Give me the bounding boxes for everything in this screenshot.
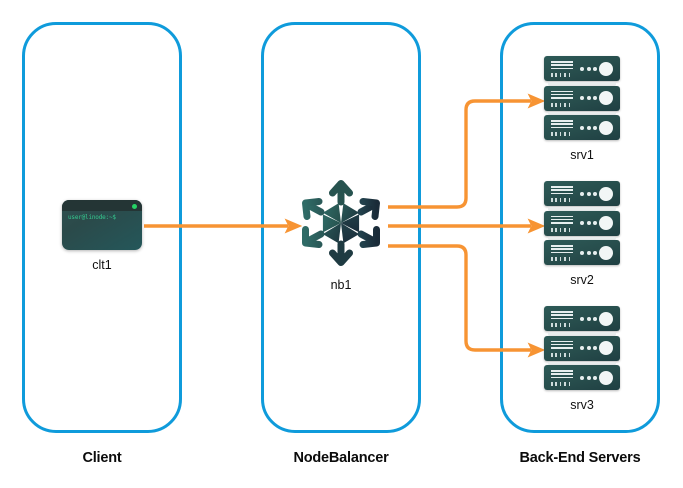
rack-vent-lines-icon	[551, 215, 573, 227]
rack-power-knob-icon	[599, 245, 613, 260]
rack-indicator-dots-icon	[580, 221, 597, 225]
rack-unit	[544, 365, 620, 390]
zone-caption-balancer: NodeBalancer	[293, 450, 389, 466]
rack-led-ticks-icon	[551, 382, 573, 386]
nodebalancer-arrows	[302, 180, 380, 266]
rack-led-ticks-icon	[551, 102, 573, 107]
rack-divider	[548, 332, 616, 336]
rack-divider	[548, 236, 616, 240]
rack-vent-lines-icon	[551, 311, 573, 322]
node-label-nb1: nb1	[330, 278, 352, 292]
rack-unit	[544, 210, 620, 236]
zone-caption-servers: Back-End Servers	[519, 450, 641, 466]
nodebalancer-hexagon	[322, 203, 360, 244]
terminal-prompt-text: user@linode:~$	[68, 214, 116, 221]
rack-unit	[544, 306, 620, 331]
rack-unit	[544, 85, 620, 111]
rack-vent-lines-icon	[551, 186, 573, 197]
rack-power-knob-icon	[599, 120, 613, 135]
rack-indicator-dots-icon	[580, 375, 597, 380]
rack-indicator-dots-icon	[580, 346, 597, 350]
rack-led-ticks-icon	[551, 227, 573, 232]
rack-indicator-dots-icon	[580, 66, 597, 71]
rack-unit	[544, 56, 620, 81]
server-rack-icon[interactable]	[544, 56, 620, 140]
rack-indicator-dots-icon	[580, 125, 597, 130]
rack-unit	[544, 335, 620, 361]
terminal-body: user@linode:~$	[62, 200, 142, 250]
rack-led-ticks-icon	[551, 257, 573, 261]
rack-unit	[544, 240, 620, 265]
rack-indicator-dots-icon	[580, 191, 597, 196]
rack-unit	[544, 115, 620, 140]
rack-power-knob-icon	[599, 186, 613, 201]
rack-led-ticks-icon	[551, 198, 573, 202]
rack-unit	[544, 181, 620, 206]
rack-vent-lines-icon	[551, 120, 573, 131]
rack-vent-lines-icon	[551, 245, 573, 256]
rack-vent-lines-icon	[551, 61, 573, 72]
rack-power-knob-icon	[599, 216, 613, 230]
status-dot-icon	[132, 203, 137, 209]
nodebalancer-icon[interactable]	[296, 176, 386, 270]
rack-power-knob-icon	[599, 370, 613, 385]
rack-indicator-dots-icon	[580, 316, 597, 321]
rack-power-knob-icon	[599, 61, 613, 76]
server-rack-icon[interactable]	[544, 181, 620, 265]
rack-divider	[548, 82, 616, 86]
zone-caption-client: Client	[82, 450, 122, 466]
rack-vent-lines-icon	[551, 340, 573, 352]
node-label-srv1: srv1	[570, 148, 594, 162]
rack-divider	[548, 207, 616, 211]
rack-vent-lines-icon	[551, 90, 573, 102]
rack-led-ticks-icon	[551, 323, 573, 327]
server-rack-icon[interactable]	[544, 306, 620, 390]
rack-indicator-dots-icon	[580, 96, 597, 100]
rack-divider	[548, 111, 616, 115]
node-label-clt1: clt1	[92, 258, 112, 272]
node-label-srv2: srv2	[570, 273, 594, 287]
rack-led-ticks-icon	[551, 73, 573, 77]
rack-vent-lines-icon	[551, 370, 573, 381]
rack-power-knob-icon	[599, 311, 613, 326]
rack-power-knob-icon	[599, 341, 613, 355]
rack-divider	[548, 361, 616, 365]
rack-led-ticks-icon	[551, 352, 573, 357]
rack-led-ticks-icon	[551, 132, 573, 136]
node-label-srv3: srv3	[570, 398, 594, 412]
terminal-titlebar	[62, 200, 142, 211]
rack-indicator-dots-icon	[580, 250, 597, 255]
terminal-icon[interactable]: user@linode:~$	[62, 200, 142, 250]
rack-power-knob-icon	[599, 91, 613, 105]
